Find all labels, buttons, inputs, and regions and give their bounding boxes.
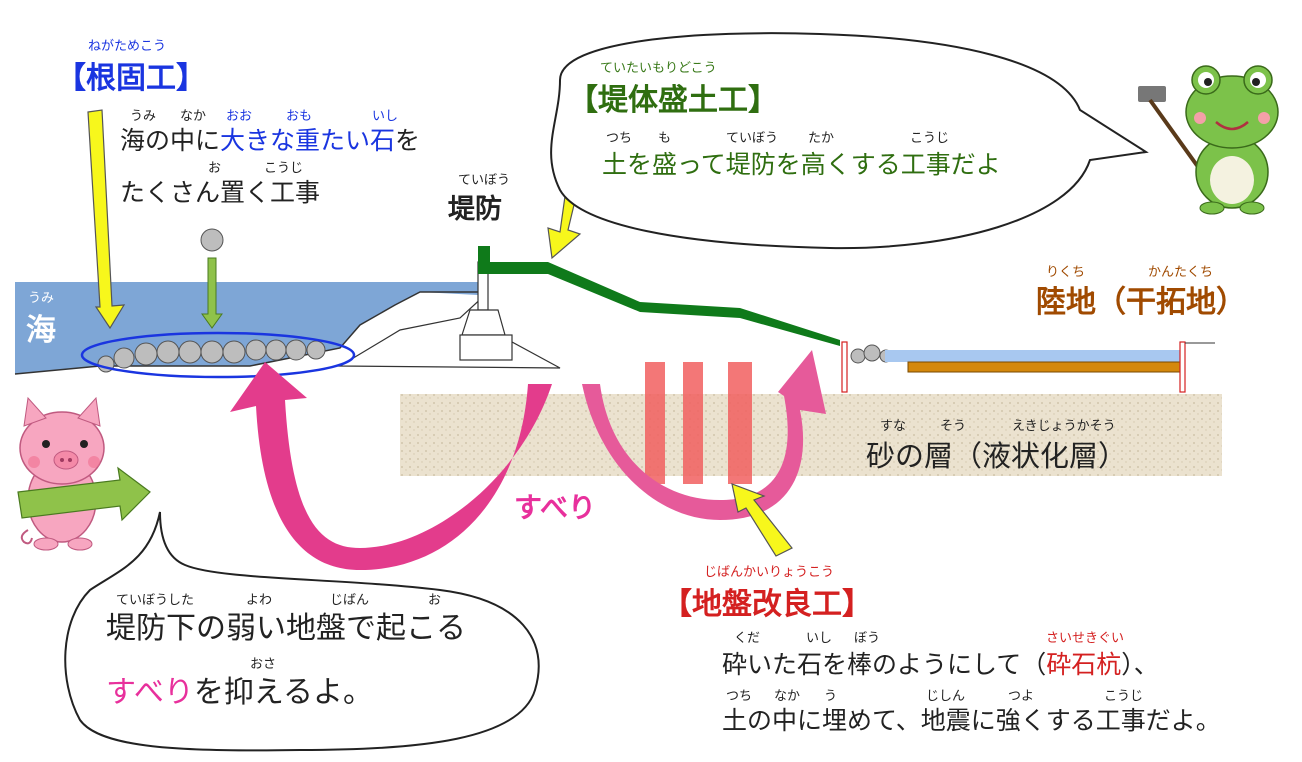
negatame-ruby-oo: おお xyxy=(226,109,253,124)
gravel-pile xyxy=(728,362,752,484)
teitai-ruby-mo: も xyxy=(658,131,672,146)
speech-bubble-embankment xyxy=(550,32,1149,250)
kantakuchi-ruby: かんたくち xyxy=(1148,265,1214,280)
pig-bubble-line1: 堤防下の弱い地盤で起こる xyxy=(106,611,466,646)
jiban-ruby-u: う xyxy=(824,689,838,704)
boulder-down-arrow-icon xyxy=(201,257,223,329)
pig-ruby-yowa: よわ xyxy=(246,593,273,608)
jiban-ruby-kuda: くだ xyxy=(734,631,761,646)
negatame-ruby-naka: なか xyxy=(180,109,207,124)
rock-ring xyxy=(80,331,356,379)
teibo-ruby: ていぼう xyxy=(458,173,511,188)
negatame-ruby-kouji: こうじ xyxy=(264,161,304,176)
negatame-ruby-omo: おも xyxy=(286,109,313,124)
umi-label: 海 xyxy=(26,313,56,348)
teitai-title: 【堤体盛土工】 xyxy=(568,83,778,118)
gravel-pile xyxy=(645,362,665,484)
seawall-structure xyxy=(337,261,561,369)
rikuchi-label: 陸地（干拓地） xyxy=(1036,285,1246,320)
rock-row xyxy=(97,339,326,373)
jiban-line1-c: ）、 xyxy=(1121,650,1159,679)
teitai-text: 土を盛って堤防を高くする工事だよ xyxy=(602,150,1001,179)
jiban-ruby-tsuchi: つち xyxy=(726,689,753,704)
teitai-ruby-tsuchi: つち xyxy=(606,131,633,146)
jiban-ruby-bou: ぼう xyxy=(854,631,881,646)
boulder-icon xyxy=(200,228,224,252)
jiban-title: 【地盤改良工】 xyxy=(662,587,872,622)
jiban-line1-highlight: 砕石杭 xyxy=(1046,650,1122,679)
gravel-pile xyxy=(683,362,703,484)
jiban-line1-a: 砕いた石を棒のようにして（ xyxy=(722,650,1047,679)
jiban-line2: 土の中に埋めて、地震に強くする工事だよ。 xyxy=(722,706,1221,735)
embankment-fill xyxy=(478,246,840,346)
jiban-ruby-tsuyo: つよ xyxy=(1008,689,1035,704)
pig-ruby-jiban: じばん xyxy=(330,593,370,608)
teitai-ruby-teibo: ていぼう xyxy=(726,131,779,146)
pig-bubble-suberi: すべり xyxy=(106,675,194,710)
suna-ruby: すな xyxy=(880,419,907,434)
pig-with-arrow-icon xyxy=(17,396,151,551)
negatame-line1-a: 海の中に xyxy=(120,126,221,155)
teitai-ruby: ていたいもりどこう xyxy=(600,61,717,76)
arrow-to-piles-icon xyxy=(731,483,793,557)
teibo-label: 堤防 xyxy=(448,194,502,225)
negatame-line1-c: を xyxy=(395,126,421,155)
negatame-title: 【根固工】 xyxy=(56,61,206,96)
pig-ruby-teiboushita: ていぼうした xyxy=(116,593,195,608)
jiban-ruby-naka: なか xyxy=(774,689,801,704)
jiban-ruby: じばんかいりょうこう xyxy=(704,565,835,580)
pig-ruby-osa: おさ xyxy=(250,657,277,672)
pig-ruby-o: お xyxy=(428,593,442,608)
speech-bubble-pig xyxy=(64,511,540,752)
negatame-line1: 海の中に大きな重たい石を xyxy=(120,128,420,153)
negatame-ruby-umi: うみ xyxy=(130,109,157,124)
jiban-ruby-jishin: じしん xyxy=(926,689,966,704)
negatame-ruby-o: お xyxy=(208,161,222,176)
umi-ruby: うみ xyxy=(28,291,55,306)
suberi-label: すべり xyxy=(514,491,597,524)
negatame-line1-highlight: 大きな重たい石 xyxy=(220,126,396,155)
jiban-ruby-ishi: いし xyxy=(806,631,833,646)
arrow-to-rocks-icon xyxy=(87,109,126,330)
teitai-ruby-kouji: こうじ xyxy=(910,131,950,146)
teitai-ruby-taka: たか xyxy=(808,131,835,146)
negatame-ruby-ishi: いし xyxy=(372,109,399,124)
jiban-ruby-kouji: こうじ xyxy=(1104,689,1144,704)
slide-arrow-left-icon xyxy=(230,362,552,570)
pig-bubble-line2-b: を抑えるよ。 xyxy=(193,675,374,710)
slide-arrow-right-icon xyxy=(560,350,826,520)
reclaimed-land xyxy=(841,341,1215,393)
slide-arrows xyxy=(230,350,826,570)
sou-ruby: そう xyxy=(940,419,967,434)
ekijoka-ruby: えきじょうかそう xyxy=(1012,419,1116,434)
jiban-line1: 砕いた石を棒のようにして（砕石杭）、 xyxy=(722,652,1159,677)
pig-bubble-line2: すべりを抑えるよ。 xyxy=(106,678,373,708)
suna-label: 砂の層（液状化層） xyxy=(866,439,1128,473)
negatame-ruby: ねがためこう xyxy=(88,39,167,54)
gravel-piles xyxy=(645,362,752,484)
jiban-ruby-saiseki: さいせきぐい xyxy=(1046,631,1125,646)
negatame-line2: たくさん置く工事 xyxy=(120,178,321,207)
rikuchi-ruby: りくち xyxy=(1046,265,1086,280)
frog-with-hammer-icon xyxy=(1138,65,1279,215)
